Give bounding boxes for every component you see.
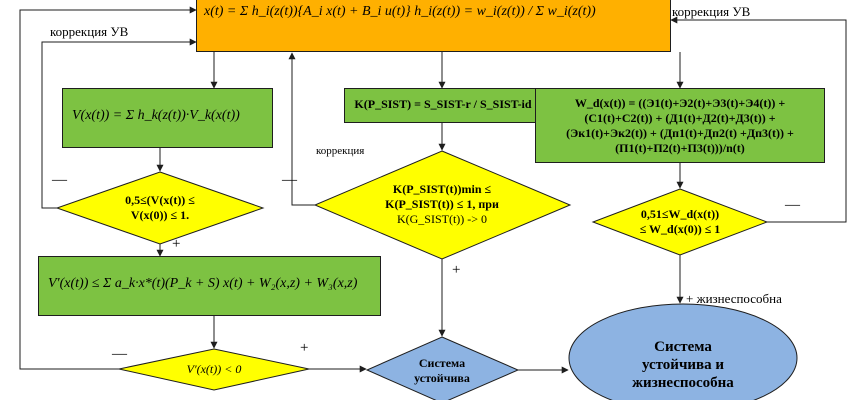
condition-vdot-diamond <box>118 348 310 391</box>
final-line-3: жизнеспособна <box>632 375 734 391</box>
w-line-4: (П1(t)+П2(t)+П3(t)))/n(t) <box>615 141 745 155</box>
feedback-cond-vdot <box>19 6 197 370</box>
cond-vdot-text: V′(x(t)) < 0 <box>186 362 242 376</box>
feedback-cond-k <box>288 52 315 206</box>
w-line-1: W_d(x(t)) = ((Э1(t)+Э2(t)+Э3(t)+Э4(t)) + <box>574 96 786 110</box>
cond-k-line-2: K(P_SIST(t)) ≤ 1, при <box>385 197 499 211</box>
cond-k-line-1: K(P_SIST(t))min ≤ <box>392 182 492 196</box>
w-line-2: (С1(t)+С2(t)) + (Д1(t)+Д2(t)+Д3(t)) + <box>584 111 776 125</box>
plus-cond-k: + <box>452 262 461 278</box>
minus-cond-k: — <box>282 172 297 188</box>
final-line-1: Система <box>654 339 712 355</box>
plus-cond-v: + <box>172 236 181 252</box>
lyapunov-box <box>62 88 273 148</box>
feedback-cond-w <box>670 16 847 223</box>
k-formula: K(P_SIST) = S_SIST-r / S_SIST-id <box>354 97 532 111</box>
stable-line-2: устойчива <box>414 371 470 385</box>
minus-cond-vdot: — <box>112 346 127 362</box>
w-line-3: (Эк1(t)+Эк2(t)) + (Дп1(t)+Дп2(t) +Дп3(t)… <box>566 126 794 140</box>
label-correction: коррекция <box>316 145 365 157</box>
cond-k-line-3: K(G_SIST(t)) -> 0 <box>396 212 488 226</box>
label-correction-uv-right: коррекция УВ <box>672 4 751 19</box>
top-system-formula: x(t) = Σ h_i(z(t)){A_i x(t) + B_i u(t)} … <box>204 4 596 19</box>
final-ellipse <box>568 303 798 400</box>
cond-w-line-1: 0,51≤W_d(x(t)) <box>640 207 720 221</box>
cond-w-line-2: ≤ W_d(x(0)) ≤ 1 <box>639 222 721 236</box>
plus-cond-vdot: + <box>300 340 309 356</box>
feedback-cond-v <box>41 38 197 209</box>
w-box <box>535 88 825 163</box>
top-system-box <box>196 0 671 52</box>
cond-v-text: 0,5≤(V(x(t)) ≤ V(x(0)) ≤ 1. <box>125 193 195 222</box>
label-viable: + жизнеспособна <box>686 291 782 306</box>
k-box <box>344 88 542 123</box>
system-stable-diamond <box>365 336 520 400</box>
label-correction-uv-left: коррекция УВ <box>50 24 129 39</box>
derivative-formula: V′(x(t)) ≤ Σ a_k·x*(t)(P_k + S) x(t) + W… <box>48 276 358 291</box>
minus-cond-w: — <box>785 197 800 213</box>
derivative-box <box>38 256 381 316</box>
minus-cond-v: — <box>52 172 67 188</box>
stable-line-1: Система <box>418 356 466 370</box>
final-line-2: устойчива и <box>641 357 725 373</box>
lyapunov-formula: V(x(t)) = Σ h_k(z(t))·V_k(x(t)) <box>72 108 240 123</box>
